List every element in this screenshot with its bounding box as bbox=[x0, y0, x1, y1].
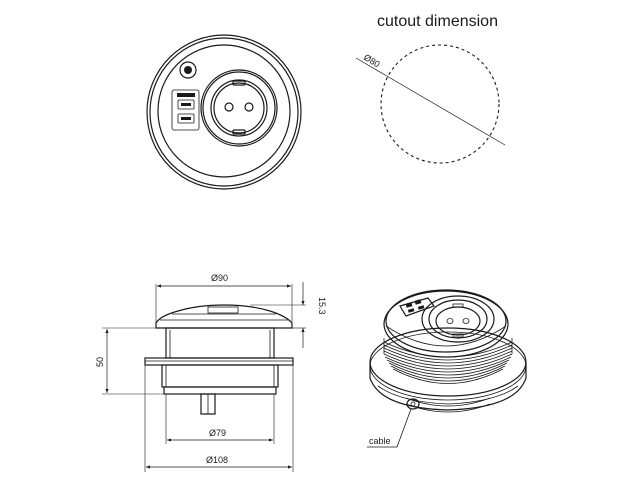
perspective-usb-panel bbox=[399, 297, 435, 317]
top-view bbox=[146, 34, 302, 190]
cable-leader bbox=[367, 408, 412, 448]
cutout-circle bbox=[380, 44, 500, 164]
cutout-view: cutout dimension Ø80 bbox=[355, 13, 506, 164]
usb-panel bbox=[171, 89, 200, 131]
perspective-socket bbox=[421, 295, 495, 343]
socket-top bbox=[200, 69, 278, 147]
side-view: Ø90 15.3 50 Ø79 Ø108 bbox=[95, 273, 327, 472]
cutout-title: cutout dimension bbox=[377, 13, 498, 30]
cutout-diameter-line bbox=[355, 57, 506, 146]
cable-label: cable bbox=[369, 436, 391, 446]
cable-exit bbox=[406, 398, 420, 410]
dim-total-height: 50 bbox=[95, 357, 105, 367]
thread-lines bbox=[383, 341, 513, 384]
dim-top-diameter: Ø90 bbox=[211, 273, 228, 283]
dim-height-above: 15.3 bbox=[317, 297, 327, 315]
bottom-ring bbox=[405, 397, 491, 413]
perspective-view: cable bbox=[367, 289, 527, 448]
dim-flange-diameter: Ø108 bbox=[206, 455, 228, 465]
switch-button bbox=[179, 61, 197, 79]
dim-body-diameter: Ø79 bbox=[209, 428, 226, 438]
